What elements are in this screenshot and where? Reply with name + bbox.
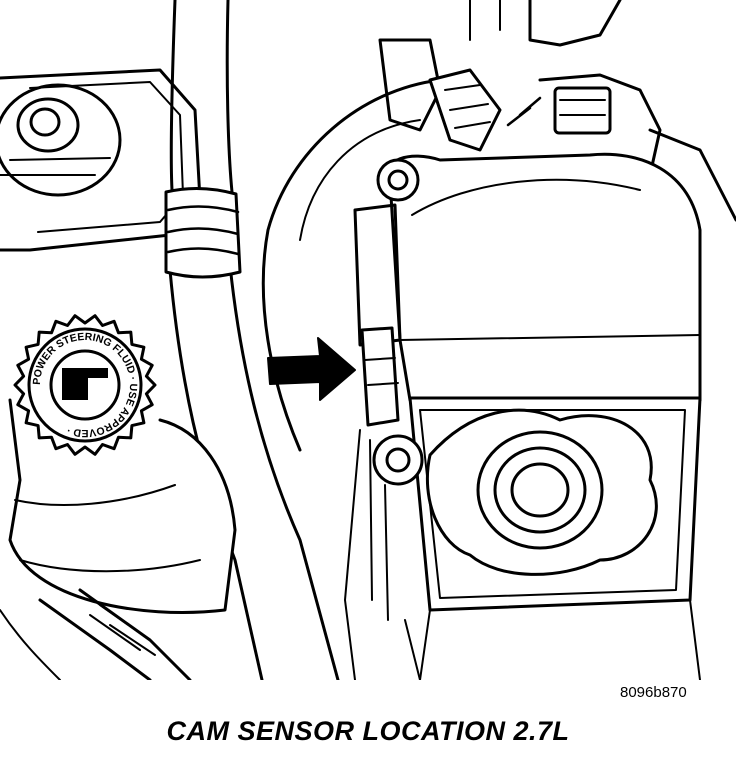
engine-diagram: POWER STEERING FLUID · USE APPROVED · bbox=[0, 0, 736, 680]
pointer-arrow-icon bbox=[267, 337, 356, 401]
engine-cover bbox=[376, 152, 702, 402]
oil-cap-cover bbox=[404, 396, 702, 680]
hose bbox=[164, 0, 340, 680]
diagram-caption: CAM SENSOR LOCATION 2.7L bbox=[166, 716, 570, 746]
figure-code: 8096b870 bbox=[620, 684, 687, 701]
power-steering-reservoir bbox=[0, 398, 237, 680]
power-steering-cap bbox=[13, 314, 157, 456]
cam-sensor bbox=[344, 203, 424, 680]
